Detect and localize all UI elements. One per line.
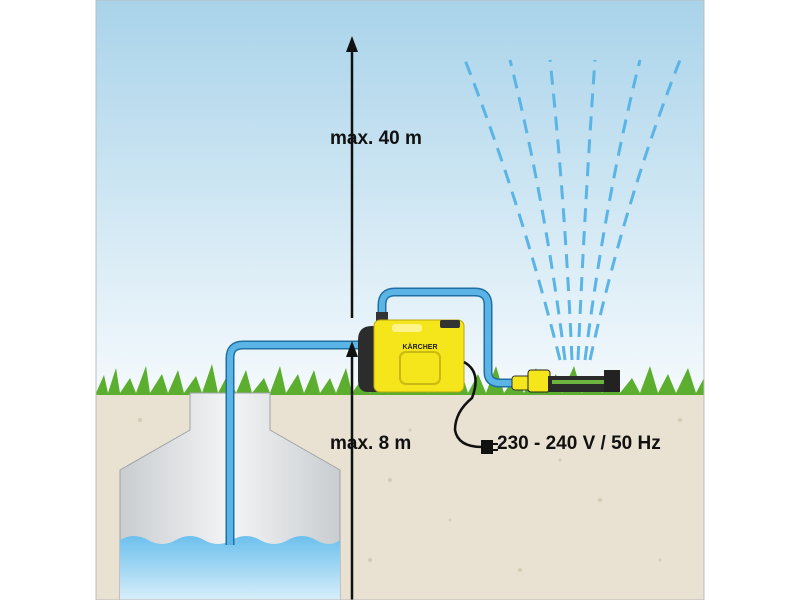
soil-speckles <box>138 418 682 572</box>
power-supply-label: 230 - 240 V / 50 Hz <box>497 433 661 454</box>
arrow-head-up-icon <box>346 36 358 52</box>
arrow-head-up-icon <box>346 341 358 357</box>
water-spray <box>463 59 682 361</box>
pump-brand-logo: KÄRCHER <box>403 343 438 351</box>
sprinkler <box>511 369 620 393</box>
max-suction-label: max. 8 m <box>330 433 412 454</box>
well-water <box>120 536 340 600</box>
max-height-label: max. 40 m <box>330 128 422 149</box>
pump: KÄRCHER <box>358 312 465 393</box>
frame <box>95 0 705 600</box>
plug-icon <box>481 440 498 454</box>
power-cable <box>453 360 483 449</box>
